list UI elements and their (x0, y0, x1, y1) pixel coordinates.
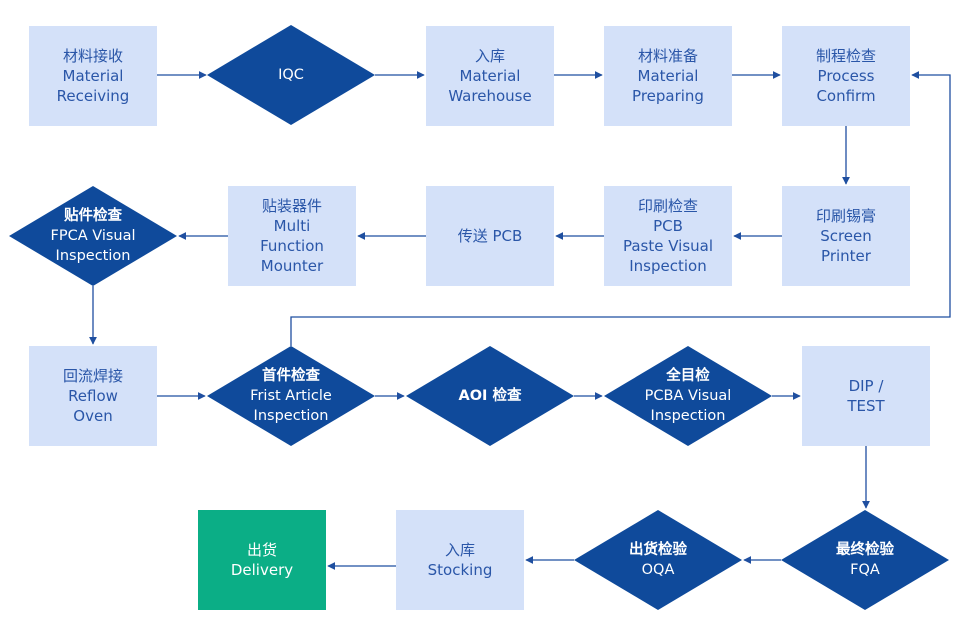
reflow-oven-label-line: 回流焊接 (62, 367, 123, 385)
fqa-label-line: FQA (850, 562, 880, 578)
first-article-label-line: 首件检查 (262, 368, 320, 384)
iqc-decision-node: IQC (221, 35, 361, 115)
material-receiving-label-line: Material (62, 67, 124, 85)
oqa-label-line: OQA (641, 562, 675, 578)
aoi-diamond (406, 346, 574, 446)
oqa-decision-node: 出货检验 OQA (588, 520, 728, 600)
reflow-oven-label-line: Oven (73, 407, 113, 425)
transfer-pcb-label-line: 传送 PCB (457, 227, 523, 245)
screen-printer-label-line: Screen (820, 227, 872, 245)
flow-arrow (290, 71, 951, 346)
first-article-label-line: Frist Article (250, 388, 332, 404)
fpca-inspection-diamond (9, 186, 177, 286)
material-preparing-label-line: Preparing (632, 87, 704, 105)
transfer-pcb-process-node: 传送 PCB (426, 186, 554, 286)
paste-inspection-label-line: PCB (653, 217, 683, 235)
paste-inspection-label-line: 印刷检查 (637, 197, 698, 215)
process-confirm-label-line: Process (817, 67, 875, 85)
decision-shapes (9, 25, 949, 610)
pcba-inspection-label-line: PCBA Visual (644, 388, 732, 404)
aoi-label-line: AOI 检查 (458, 388, 522, 404)
paste-inspection-label-line: Paste Visual (622, 237, 714, 255)
mounter-label-line: Function (260, 237, 324, 255)
paste-inspection-label-line: Inspection (629, 257, 707, 275)
delivery-label-line: 出货 (246, 541, 277, 559)
fpca-inspection-label-line: 贴件检查 (64, 208, 122, 224)
delivery-label-line: Delivery (230, 561, 294, 579)
pcba-inspection-label-line: Inspection (650, 408, 726, 424)
stocking-process-node: 入库 Stocking (396, 510, 524, 610)
first-article-diamond (207, 346, 375, 446)
iqc-label-line: IQC (278, 67, 304, 83)
fpca-inspection-label-line: FPCA Visual (50, 228, 136, 244)
material-preparing-label-line: 材料准备 (637, 47, 698, 65)
fpca-inspection-label-line: Inspection (55, 248, 131, 264)
delivery-process-node: 出货 Delivery (198, 510, 326, 610)
dip-test-label-line: TEST (847, 397, 885, 415)
mounter-label-line: Multi (273, 217, 311, 235)
stocking-label-line: Stocking (427, 561, 493, 579)
fqa-diamond (781, 510, 949, 610)
mounter-label-line: 贴装器件 (261, 197, 322, 215)
screen-printer-label-line: Printer (821, 247, 871, 265)
process-confirm-label-line: 制程检查 (815, 47, 876, 65)
process-confirm-label-line: Confirm (816, 87, 876, 105)
material-receiving-label-line: 材料接收 (62, 47, 123, 65)
pcba-inspection-diamond (604, 346, 772, 446)
material-warehouse-label-line: 入库 (474, 47, 505, 65)
oqa-diamond (574, 510, 742, 610)
first-article-label-line: Inspection (253, 408, 329, 424)
dip-test-label-line: DIP / (848, 377, 884, 395)
material-receiving-label-line: Receiving (56, 87, 130, 105)
screen-printer-label-line: 印刷锡膏 (815, 207, 876, 225)
reflow-oven-label-line: Reflow (68, 387, 118, 405)
pcba-inspection-label-line: 全目检 (666, 368, 710, 384)
fqa-decision-node: 最终检验 FQA (795, 520, 935, 600)
material-warehouse-label-line: Material (459, 67, 521, 85)
oqa-label-line: 出货检验 (629, 542, 687, 558)
mounter-label-line: Mounter (260, 257, 324, 275)
dip-test-process-node: DIP / TEST (802, 346, 930, 446)
material-preparing-label-line: Material (637, 67, 699, 85)
connector-arrows (89, 71, 951, 570)
aoi-decision-node: AOI 检查 (420, 356, 560, 436)
iqc-diamond (207, 25, 375, 125)
material-warehouse-label-line: Warehouse (448, 87, 532, 105)
stocking-label-line: 入库 (444, 541, 475, 559)
fqa-label-line: 最终检验 (836, 542, 894, 558)
